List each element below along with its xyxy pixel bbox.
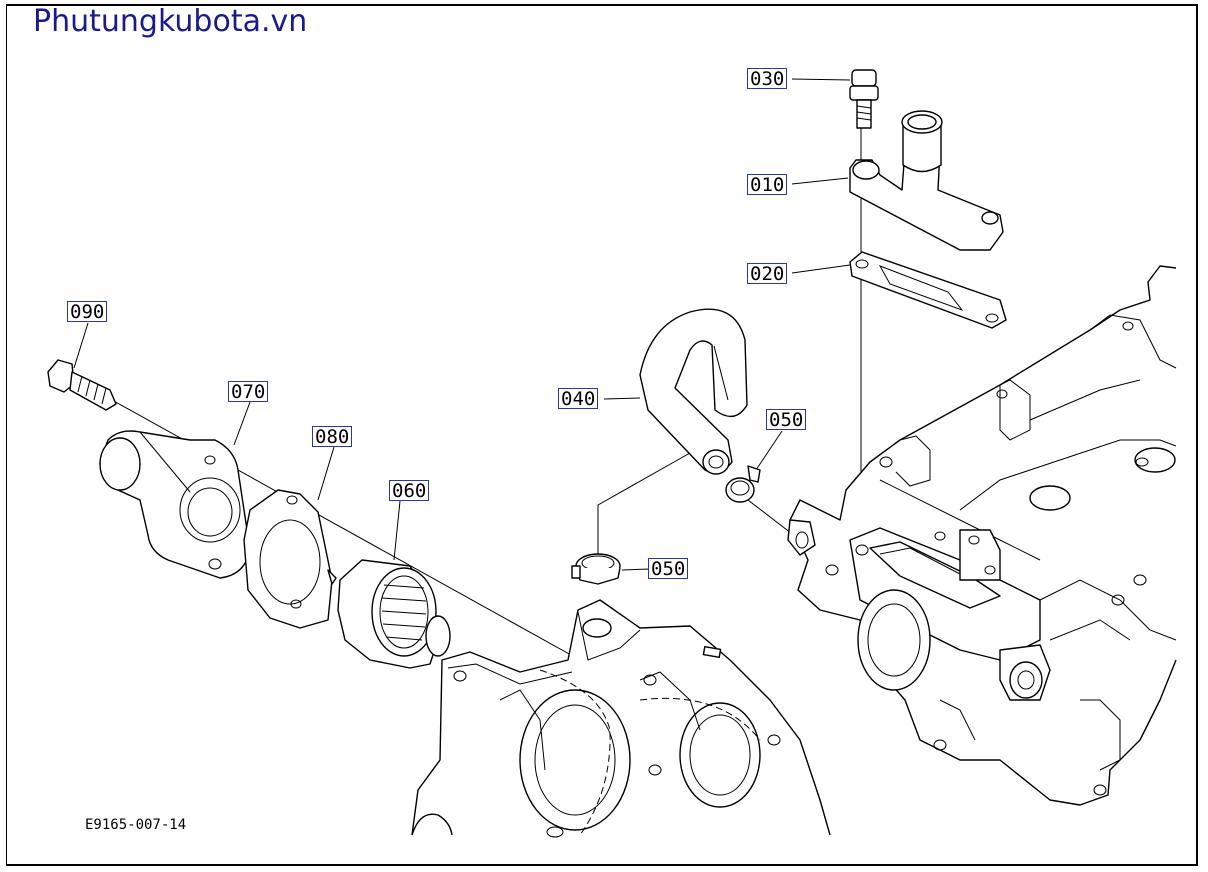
brand-watermark: Phutungkubota.vn: [33, 4, 308, 39]
part-label-050-upper[interactable]: 050: [766, 409, 807, 431]
part-070-inlet-flange: [99, 430, 251, 579]
part-label-050-lower[interactable]: 050: [648, 558, 689, 580]
part-080-gasket: [243, 489, 333, 629]
diagram-code: E9165-007-14: [85, 817, 187, 833]
part-050-upper-clamp: [725, 465, 761, 503]
diagram-frame: [6, 4, 1198, 866]
part-label-070[interactable]: 070: [228, 381, 269, 403]
part-label-090[interactable]: 090: [67, 301, 108, 323]
part-040-bypass-hose: [639, 308, 748, 475]
lower-gear-case-housing: [411, 599, 831, 838]
part-060-thermostat: [327, 559, 451, 669]
part-label-020[interactable]: 020: [747, 263, 788, 285]
upper-cylinder-head-housing: [787, 265, 1177, 806]
part-020-gasket: [849, 251, 1007, 329]
part-label-060[interactable]: 060: [389, 480, 430, 502]
leader-lines: [73, 78, 862, 661]
part-010-outlet-flange: [849, 110, 1004, 251]
part-090-bolt: [47, 359, 117, 411]
part-050-lower-clamp: [571, 553, 621, 585]
part-label-080[interactable]: 080: [312, 426, 353, 448]
part-label-010[interactable]: 010: [747, 174, 788, 196]
part-030-bolt: [849, 69, 879, 129]
part-label-030[interactable]: 030: [747, 68, 788, 90]
part-label-040[interactable]: 040: [558, 388, 599, 410]
